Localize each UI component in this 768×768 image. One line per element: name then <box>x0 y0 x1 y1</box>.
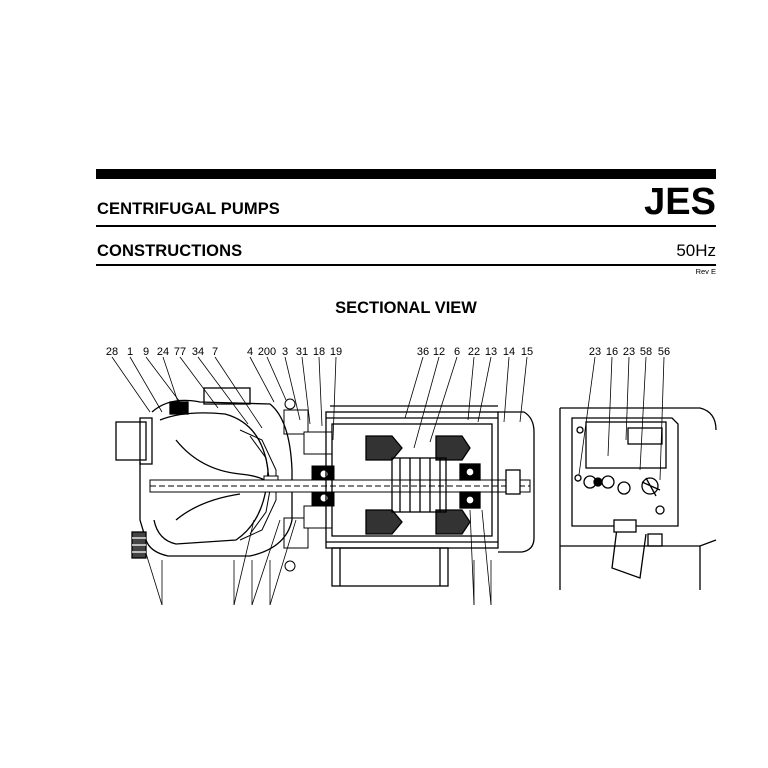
part-callout-main-17: 13 <box>485 346 497 358</box>
series-name: JES <box>644 181 716 223</box>
part-callout-terminal_box-2: 23 <box>623 346 635 358</box>
part-callout-main-12: 19 <box>330 346 342 358</box>
part-callout-main-1: 1 <box>127 346 133 358</box>
part-callout-main-2: 9 <box>143 346 149 358</box>
leader-lines <box>111 356 665 606</box>
part-callout-main-16: 22 <box>468 346 480 358</box>
part-callout-main-15: 6 <box>454 346 460 358</box>
part-callout-terminal_box-0: 23 <box>589 346 601 358</box>
motor <box>325 405 535 587</box>
part-callout-main-5: 34 <box>192 346 204 358</box>
part-callout-main-9: 3 <box>282 346 288 358</box>
revision-label: Rev E <box>695 267 716 276</box>
shaft <box>149 479 531 493</box>
pump-casing <box>115 387 293 559</box>
part-callout-terminal_box-1: 16 <box>606 346 618 358</box>
header-rule-1 <box>96 225 716 227</box>
section-heading: CONSTRUCTIONS <box>97 242 243 260</box>
part-callout-main-0: 28 <box>106 346 118 358</box>
part-callout-terminal_box-4: 56 <box>658 346 670 358</box>
header-top-rule <box>96 169 716 179</box>
part-callout-main-18: 14 <box>503 346 515 358</box>
bottom-leaders <box>161 560 492 605</box>
part-callout-main-6: 7 <box>212 346 218 358</box>
part-callout-main-14: 12 <box>433 346 445 358</box>
terminal-box <box>559 407 717 590</box>
part-callout-main-8: 200 <box>258 346 276 358</box>
frequency-label: 50Hz <box>676 241 716 260</box>
part-callout-terminal_box-3: 58 <box>640 346 652 358</box>
seal-bearing <box>303 431 335 529</box>
part-callout-main-10: 31 <box>296 346 308 358</box>
part-callout-main-7: 4 <box>247 346 253 358</box>
part-callout-main-11: 18 <box>313 346 325 358</box>
product-type-heading: CENTRIFUGAL PUMPS <box>97 200 280 218</box>
header-rule-2 <box>96 264 716 266</box>
part-callout-main-19: 15 <box>521 346 533 358</box>
part-callout-main-13: 36 <box>417 346 429 358</box>
part-callout-main-4: 77 <box>174 346 186 358</box>
view-title: SECTIONAL VIEW <box>335 299 477 317</box>
part-callout-main-3: 24 <box>157 346 169 358</box>
